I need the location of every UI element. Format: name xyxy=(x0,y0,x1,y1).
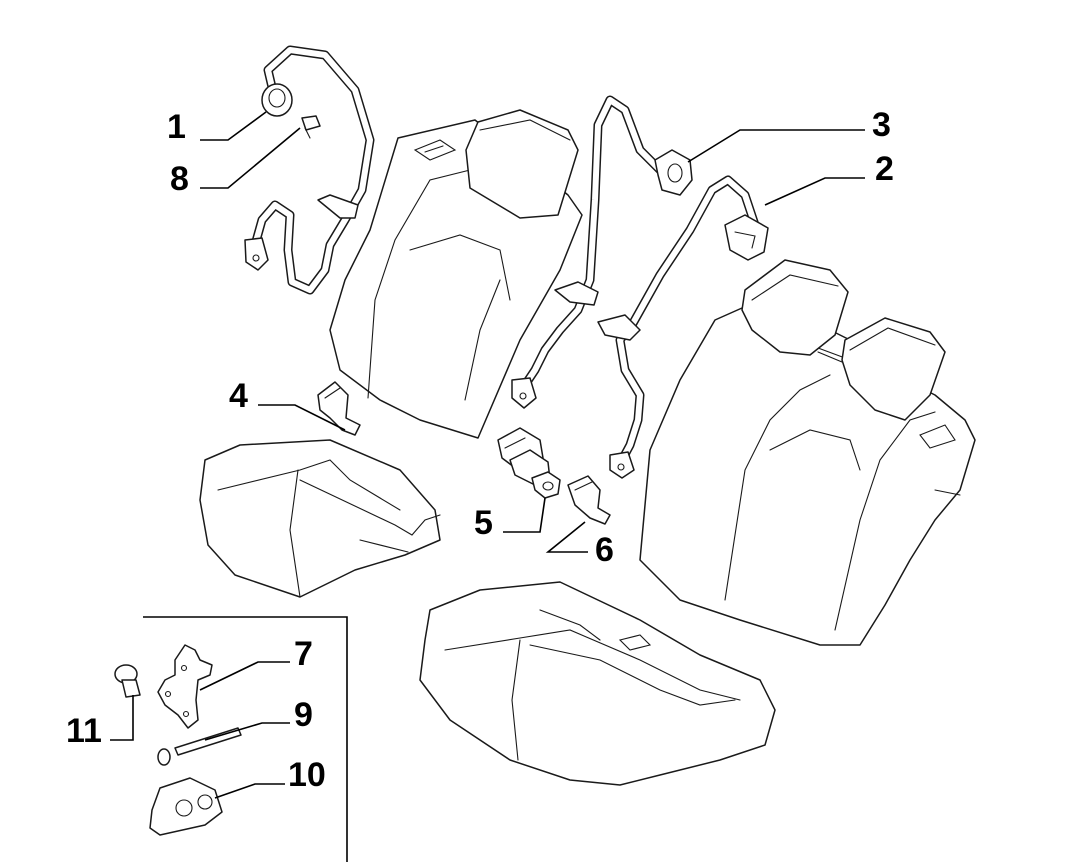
callout-6: 6 xyxy=(595,531,614,569)
callout-9: 9 xyxy=(294,696,313,734)
seat-belt-3 xyxy=(511,95,693,409)
leader-11 xyxy=(110,695,134,741)
callout-2: 2 xyxy=(875,150,894,188)
right-seat-cushion xyxy=(419,581,776,786)
callout-3: 3 xyxy=(872,106,891,144)
bolt-11 xyxy=(114,664,141,698)
leader-2 xyxy=(764,177,865,206)
callout-8: 8 xyxy=(170,160,189,198)
right-headrest-outer xyxy=(741,259,849,356)
right-headrest-inner xyxy=(841,317,946,421)
leader-4 xyxy=(258,404,346,431)
callout-7: 7 xyxy=(294,635,313,673)
left-headrest xyxy=(465,109,579,219)
callout-11: 11 xyxy=(66,712,102,750)
callout-1: 1 xyxy=(167,108,186,146)
bolt-8 xyxy=(301,115,321,139)
leader-9 xyxy=(204,722,290,741)
leader-7 xyxy=(199,661,290,691)
inset-frame xyxy=(143,616,348,862)
buckle-6 xyxy=(567,475,611,525)
callout-5: 5 xyxy=(474,504,493,542)
buckle-5 xyxy=(497,427,561,499)
leader-8 xyxy=(200,127,301,189)
left-seat-cushion xyxy=(199,439,441,598)
bracket-7 xyxy=(157,644,213,729)
seat-belt-1 xyxy=(244,45,375,295)
leader-1 xyxy=(200,111,267,141)
seat-belt-2 xyxy=(597,175,769,479)
leader-6 xyxy=(545,521,588,553)
callout-10: 10 xyxy=(288,756,326,794)
plate-10 xyxy=(149,777,223,836)
callout-4: 4 xyxy=(229,377,248,415)
buckle-4 xyxy=(317,381,361,436)
leader-10 xyxy=(214,783,285,799)
leader-3 xyxy=(687,129,865,163)
leader-5 xyxy=(503,497,546,533)
